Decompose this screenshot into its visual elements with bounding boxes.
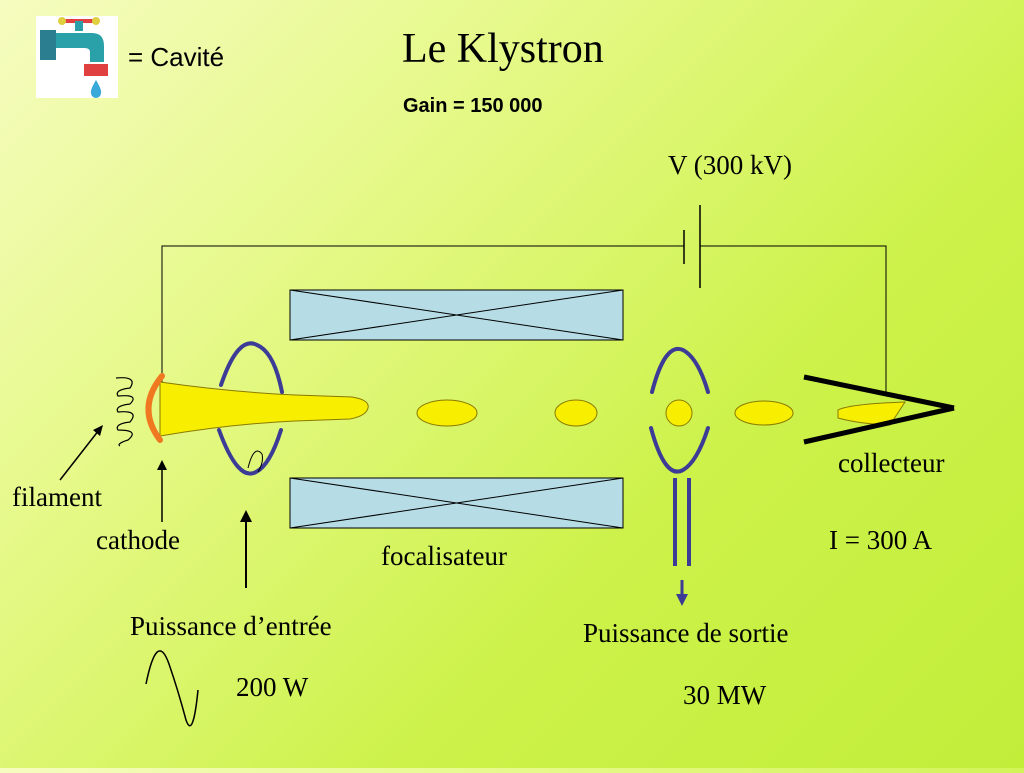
- output-waveguide: [673, 478, 691, 594]
- input-coupling-loop: [247, 450, 263, 473]
- cathode: [145, 373, 165, 443]
- faucet-icon: [36, 16, 118, 98]
- voltage-label: V (300 kV): [668, 150, 792, 180]
- gain-label: Gain = 150 000: [403, 95, 543, 117]
- focusing-magnet-bottom: [289, 477, 624, 529]
- input-power-arrow-head: [240, 510, 252, 522]
- electron-bunches: [416, 399, 794, 427]
- electron-beam: [159, 381, 369, 437]
- filament-arrow-head: [93, 425, 103, 436]
- battery-symbol: [683, 205, 701, 288]
- input-power-label: Puissance d’entrée: [130, 611, 332, 641]
- output-cavity: [649, 346, 710, 474]
- input-waveform: [145, 650, 199, 727]
- collector-label: collecteur: [838, 448, 945, 478]
- input-cavity: [217, 341, 284, 476]
- page-title: Le Klystron: [402, 26, 604, 72]
- output-power-value: 30 MW: [683, 680, 767, 710]
- focusing-magnet-top: [289, 289, 624, 341]
- current-label: I = 300 A: [829, 525, 932, 555]
- cavity-legend-label: = Cavité: [128, 42, 225, 72]
- filament-arrow: [59, 429, 100, 481]
- output-arrow-head: [676, 594, 688, 606]
- input-power-value: 200 W: [236, 672, 309, 702]
- focusing-magnet-label: focalisateur: [381, 541, 507, 571]
- filament-coil: [115, 377, 134, 447]
- collector: [803, 374, 955, 445]
- output-power-label: Puissance de sortie: [583, 618, 789, 648]
- circuit-wires: [161, 245, 887, 393]
- filament-label: filament: [12, 482, 102, 512]
- cathode-arrow-head: [157, 460, 167, 470]
- cathode-label: cathode: [96, 525, 180, 555]
